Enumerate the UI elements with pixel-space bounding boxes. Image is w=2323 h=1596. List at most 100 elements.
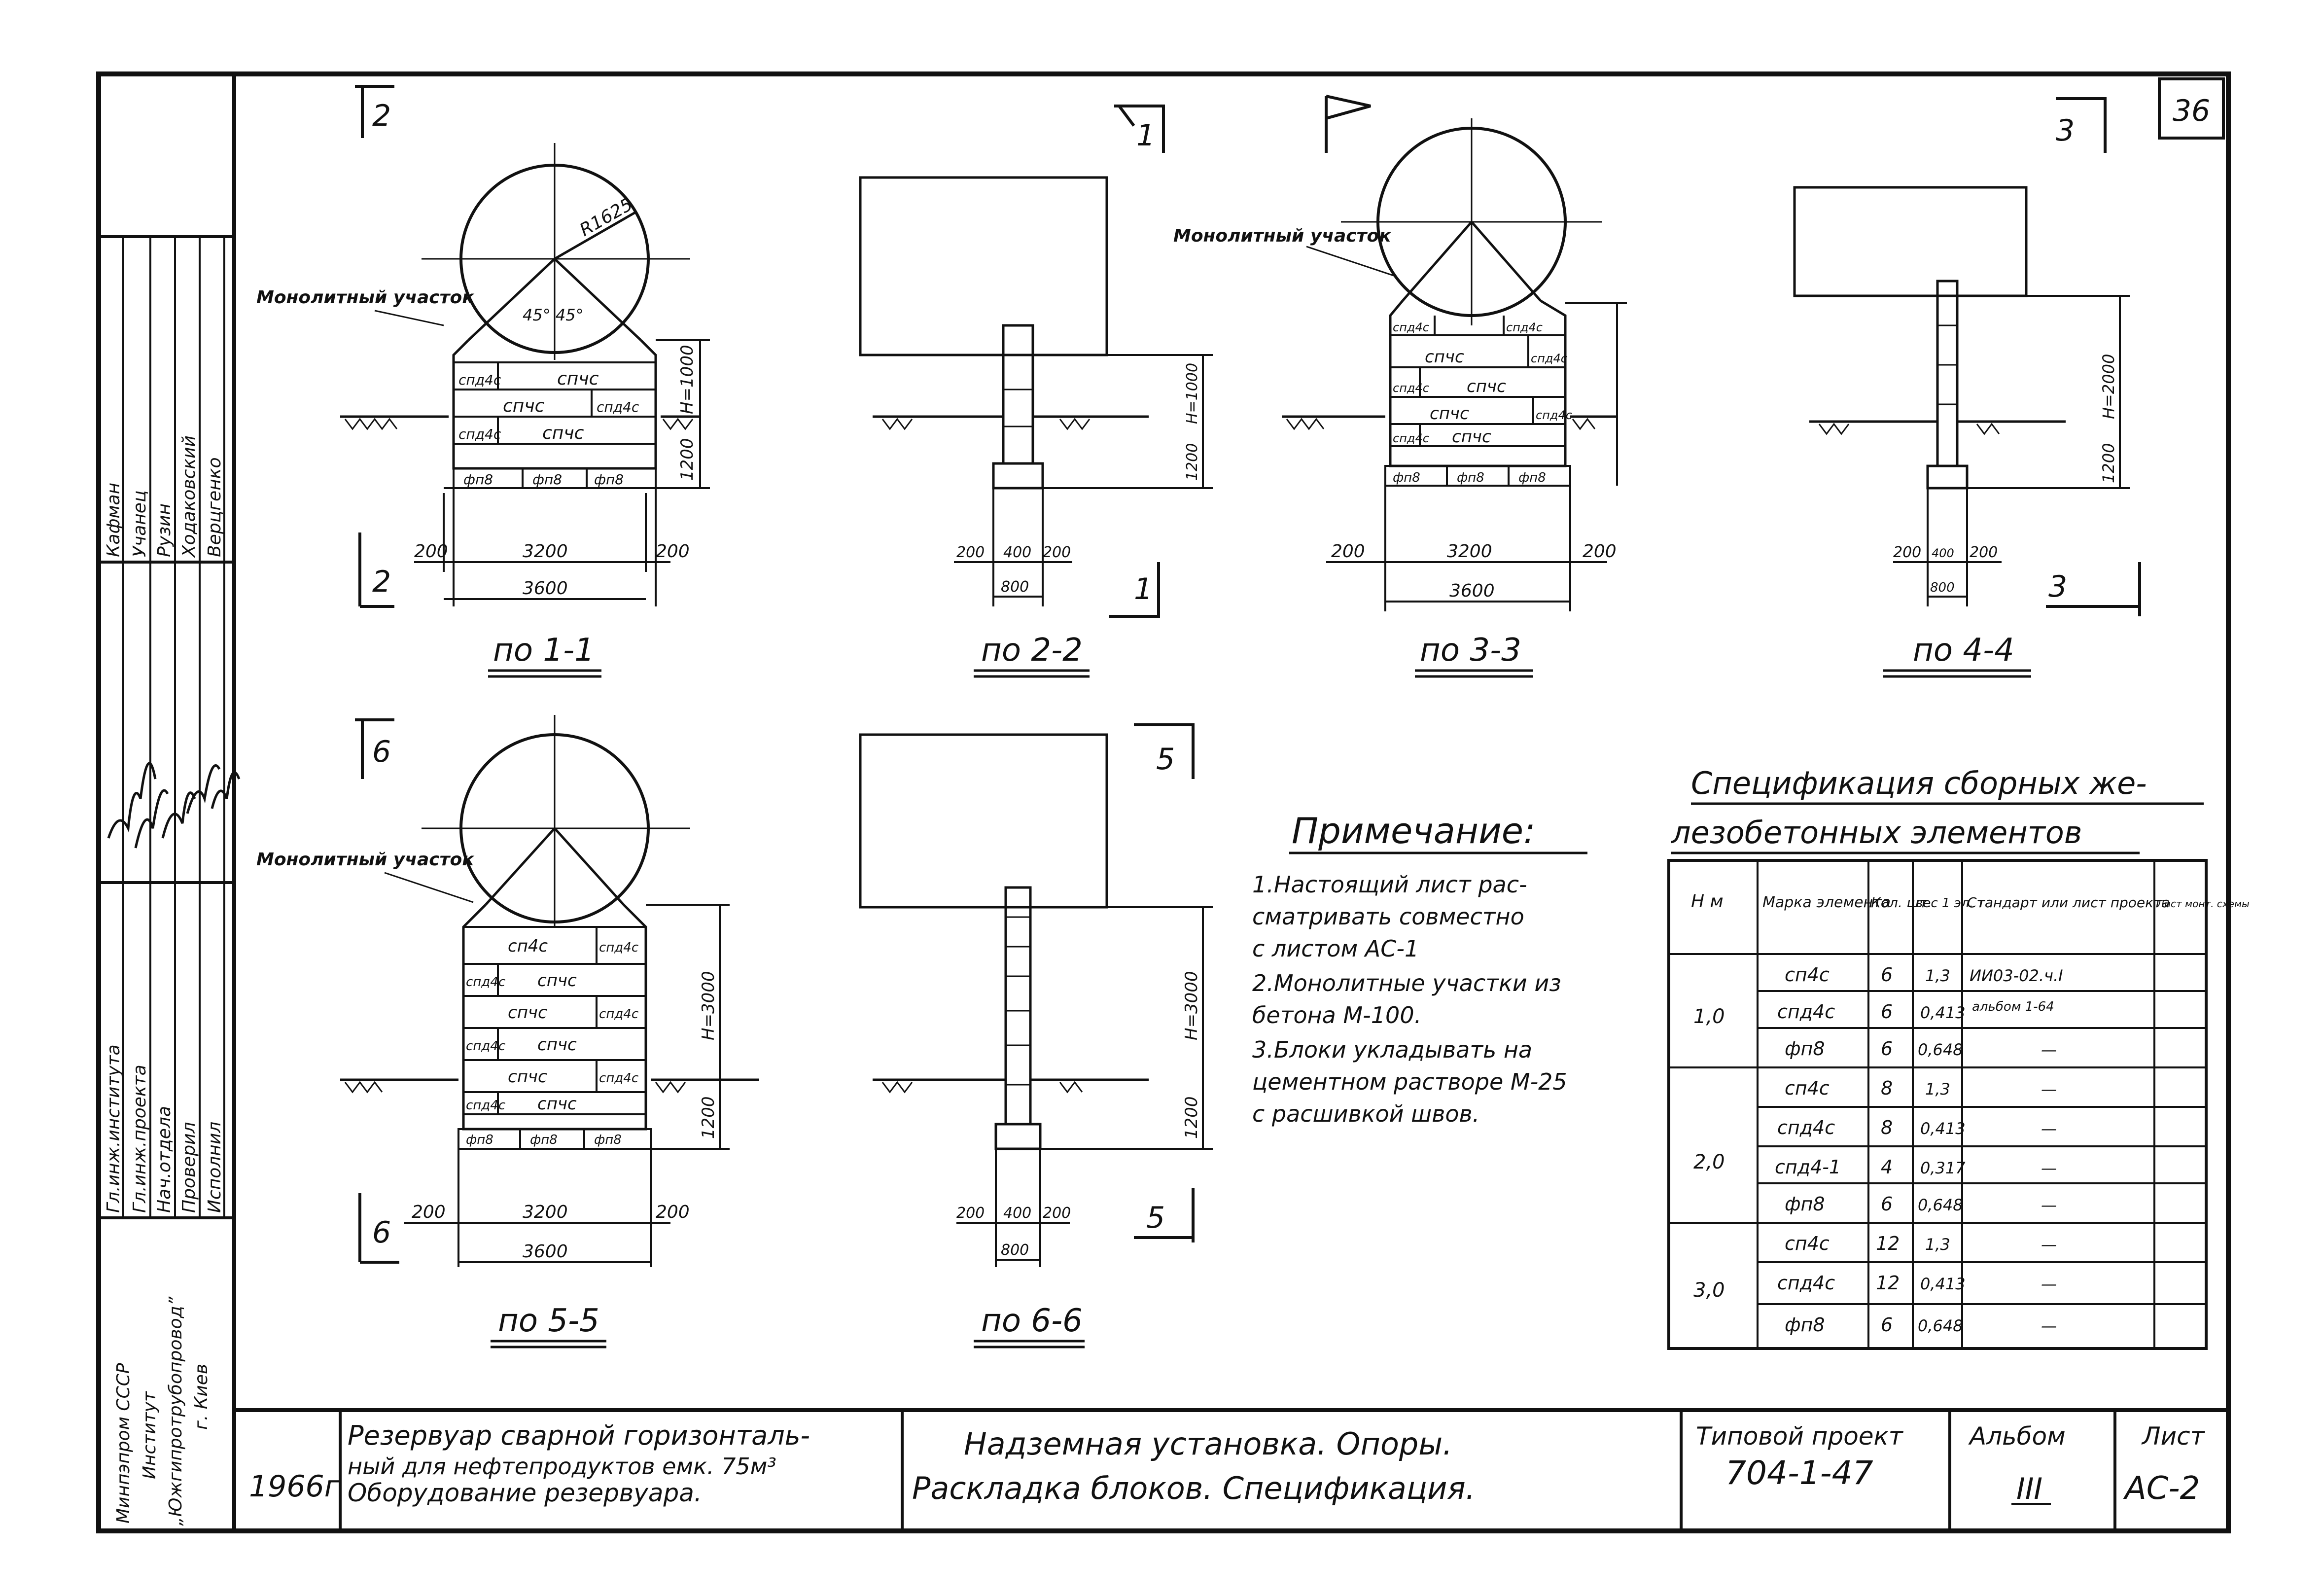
block-label: спчс [537, 1094, 577, 1114]
dim-bottom: 200 [956, 544, 985, 561]
dim-vertical: 1200 [1182, 1096, 1201, 1139]
spec-cell: 1,3 [1925, 966, 1950, 985]
title-block: 1966г Резервуар сварной горизонталь- ный… [249, 1410, 2206, 1531]
spec-header: Н м [1691, 891, 1724, 912]
spec-cell: 6 [1881, 1193, 1893, 1215]
spec-cell: 6 [1881, 1314, 1893, 1336]
block-label: фп8 [466, 1133, 493, 1147]
block-label: спд4с [466, 1098, 505, 1113]
cut-label: по 6-6 [981, 1303, 1083, 1339]
sheet-label: Лист [2141, 1422, 2206, 1451]
dim-bottom: 200 [1583, 541, 1617, 562]
description-line: ный для нефтепродуктов емк. 75м³ [348, 1453, 776, 1480]
block-label: спд4с [599, 1071, 638, 1086]
dim-total: 800 [1930, 580, 1955, 595]
sheet-title-line: Раскладка блоков. Спецификация. [912, 1470, 1475, 1506]
project-number: 704-1-47 [1725, 1454, 1873, 1492]
dim-bottom: 200 [656, 541, 690, 562]
dim-total: 3600 [523, 1241, 568, 1262]
spec-cell: 8 [1881, 1077, 1893, 1099]
section-mark-2-bottom: 2 [372, 565, 391, 599]
spec-cell: альбом 1-64 [1972, 999, 2054, 1014]
dim-bottom: 200 [1970, 544, 1998, 561]
spec-cell: 0,648 [1918, 1316, 1963, 1335]
cut-label: по 2-2 [981, 632, 1083, 669]
spec-cell: спд4с [1777, 1272, 1835, 1294]
spec-cell: 6 [1881, 1038, 1893, 1060]
spec-cell: 8 [1881, 1117, 1893, 1138]
dim-bottom: 200 [1893, 544, 1921, 561]
spec-cell: 0,413 [1920, 1275, 1966, 1293]
callout-monolith: Монолитный участок [1173, 226, 1392, 246]
name-2: Учанец [130, 491, 150, 557]
spec-cell: 0,413 [1920, 1119, 1966, 1138]
dim-bottom: 200 [656, 1202, 690, 1222]
dim-vertical: 1200 [677, 438, 697, 481]
sheet-code: АС-2 [2123, 1470, 2200, 1507]
spec-header: Стандарт или лист проекта [1967, 894, 2170, 911]
section-1-1: 2 2 R1625 45° 45° Монолитный участок спд… [256, 85, 710, 678]
block-label: спд4с [1506, 320, 1543, 334]
section-mark-5-top: 5 [1156, 742, 1175, 777]
spec-cell: сп4с [1785, 1233, 1830, 1254]
section-mark-1-top: 1 [1136, 118, 1155, 153]
block-label: спчс [537, 971, 577, 991]
spec-cell: спд4с [1777, 1117, 1835, 1138]
signatures [107, 762, 241, 849]
block-label: спчс [1430, 404, 1469, 424]
sheet-frame [96, 71, 2231, 1533]
note-line: цементном растворе М-25 [1252, 1068, 1567, 1095]
spec-cell: 4 [1881, 1156, 1893, 1178]
dim-bottom: 3200 [523, 1202, 568, 1222]
sheet-title-line: Надземная установка. Опоры. [964, 1426, 1452, 1462]
sheet-number: 36 [2173, 94, 2210, 128]
spec-title-1: Спецификация сборных же- [1691, 765, 2147, 801]
album-number: III [2016, 1472, 2042, 1506]
section-mark-3-bottom: 3 [2048, 569, 2067, 604]
dim-total: 3600 [1449, 581, 1495, 601]
dim-total: 3600 [523, 578, 568, 599]
spec-cell: 6 [1881, 1001, 1893, 1023]
angle-label: 45° 45° [523, 306, 584, 324]
spec-cell: — [2041, 1159, 2057, 1177]
block-label: спчс [1467, 377, 1506, 396]
section-mark-1-bottom: 1 [1134, 572, 1153, 606]
year: 1966г [249, 1469, 340, 1504]
dim-vertical: H=3000 [699, 971, 718, 1040]
spec-cell: 0,648 [1918, 1040, 1963, 1059]
album-label: Альбом [1968, 1422, 2066, 1451]
org-line-1: Минпэпром СССР [113, 1363, 134, 1524]
role-2: Гл.инж.проекта [130, 1064, 150, 1213]
spec-cell: 6 [1881, 964, 1893, 986]
dim-bottom: 200 [1043, 1205, 1071, 1222]
sheet-number-box [2158, 77, 2225, 140]
block-label: фп8 [1393, 470, 1420, 485]
spec-table: Спецификация сборных же- лезобетонных эл… [1667, 765, 2250, 1350]
block-label: спчс [1425, 347, 1464, 367]
spec-cell: спд4с [1777, 1001, 1835, 1023]
dim-bottom: 3200 [1447, 541, 1492, 562]
spec-cell: 0,413 [1920, 1003, 1966, 1022]
spec-cell: фп8 [1785, 1314, 1825, 1336]
spec-cell: — [2041, 1040, 2057, 1059]
block-label: спчс [1452, 427, 1491, 447]
description-line: Резервуар сварной горизонталь- [348, 1420, 810, 1451]
spec-group-h: 3,0 [1693, 1279, 1725, 1302]
block-label: спд4с [466, 1039, 505, 1054]
block-label: спд4с [1531, 352, 1567, 365]
dim-bottom: 200 [1331, 541, 1365, 562]
cut-label: по 4-4 [1913, 632, 2014, 669]
spec-header: Кол. шт. [1871, 894, 1932, 911]
block-label: фп8 [530, 1133, 558, 1147]
name-5: Верцгенко [205, 457, 225, 557]
spec-header: Лист монт. схемы [2156, 898, 2250, 910]
section-mark-2-top: 2 [372, 99, 391, 133]
org-line-4: г. Киев [191, 1364, 211, 1430]
note-line: сматривать совместно [1252, 903, 1524, 930]
name-3: Рузин [154, 503, 175, 557]
role-4: Проверил [179, 1122, 199, 1213]
callout-monolith: Монолитный участок [256, 287, 475, 308]
org-line-3: „Южгипротрубопровод” [166, 1296, 186, 1526]
block-label: фп8 [594, 471, 624, 488]
dim-bottom: 200 [956, 1205, 985, 1222]
